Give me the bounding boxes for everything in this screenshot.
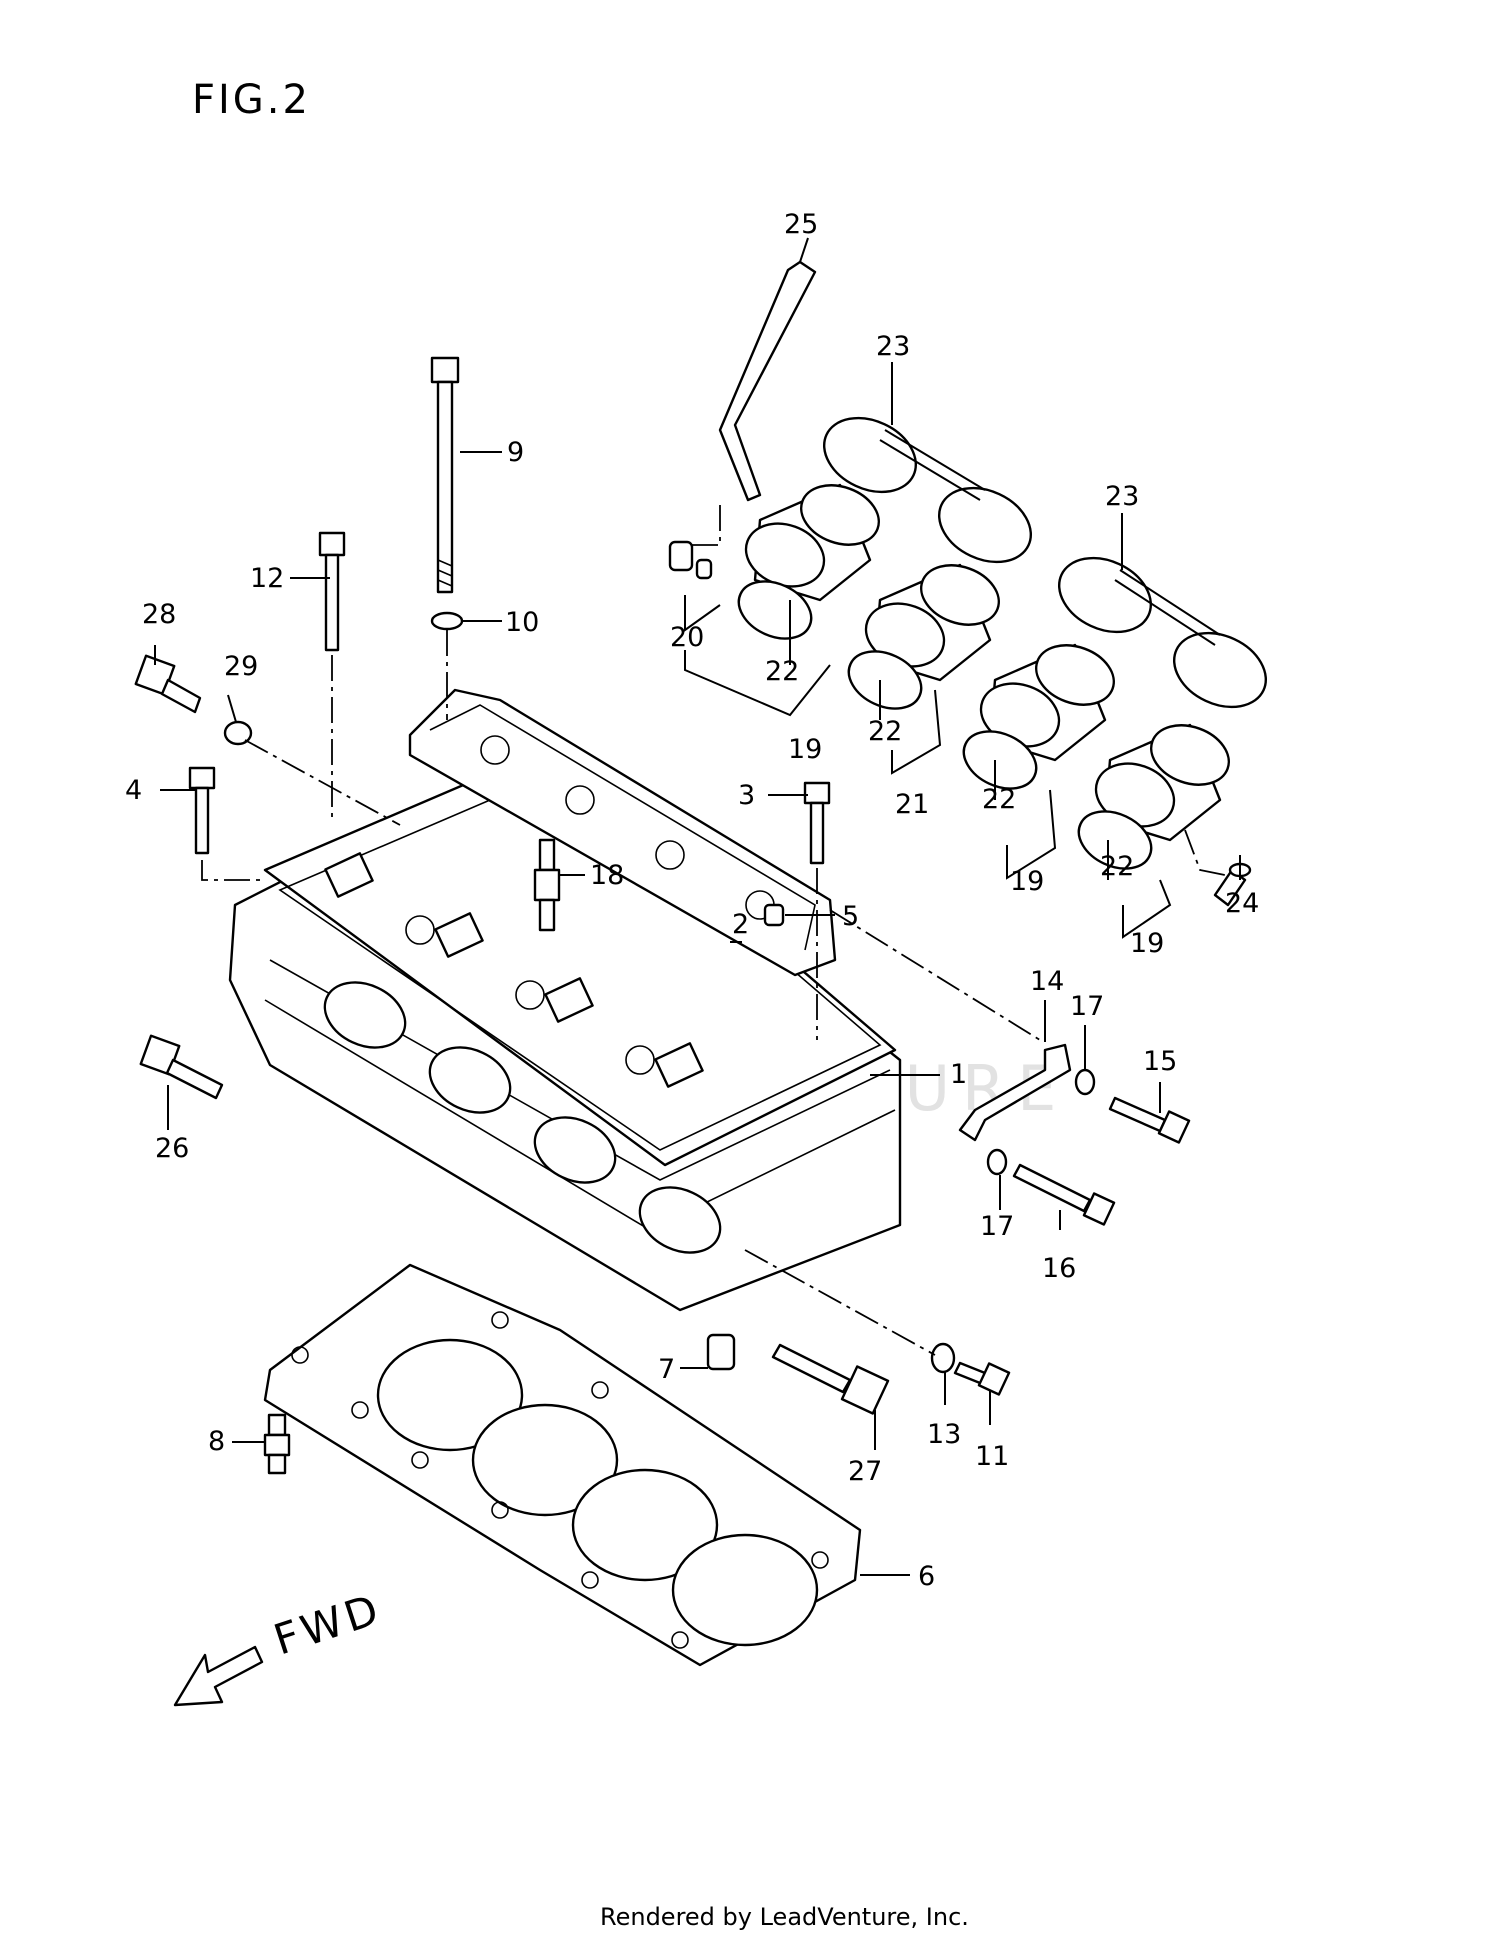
callout-24: 24 xyxy=(1225,888,1259,919)
leader-lines xyxy=(154,237,1241,1576)
bolt-11 xyxy=(953,1361,1011,1396)
callout-2: 2 xyxy=(732,909,749,940)
screw-24 xyxy=(1213,862,1252,907)
callout-3: 3 xyxy=(738,780,755,811)
washer-17 xyxy=(1074,1068,1096,1096)
callout-19a: 19 xyxy=(788,734,822,765)
forward-label: FWD xyxy=(268,1584,388,1665)
bolt-27 xyxy=(771,1343,890,1415)
callout-22c: 22 xyxy=(982,784,1016,815)
camshaft-holder xyxy=(408,688,837,977)
callout-27: 27 xyxy=(848,1456,882,1487)
washer-29 xyxy=(223,720,253,746)
callout-18: 18 xyxy=(590,860,624,891)
figure-title: FIG.2 xyxy=(192,77,311,123)
callout-19b: 19 xyxy=(1010,866,1044,897)
intake-pipe-2 xyxy=(864,563,1000,682)
o-ring-icon xyxy=(962,730,1038,790)
o-ring-icon xyxy=(1077,810,1153,870)
bolt-4 xyxy=(188,766,216,855)
centerline-20 xyxy=(692,505,721,546)
vacuum-hose xyxy=(718,260,817,502)
dowel-pin xyxy=(763,903,785,927)
bolt-12 xyxy=(318,531,346,652)
callout-labels: 1 2 3 4 5 6 7 8 9 10 11 12 13 14 15 16 1… xyxy=(125,209,1259,1592)
intake-pipe-4 xyxy=(1094,723,1230,842)
dowel-7 xyxy=(706,1333,736,1371)
cylinder-head xyxy=(228,748,902,1312)
bracket-14 xyxy=(958,1043,1072,1142)
hose-clip xyxy=(668,540,713,580)
centerline-4 xyxy=(201,860,265,881)
callout-13: 13 xyxy=(927,1419,961,1450)
callout-6: 6 xyxy=(918,1561,935,1592)
callout-1: 1 xyxy=(950,1059,967,1090)
intake-pipe-1 xyxy=(744,483,880,602)
footer-credit: Rendered by LeadVenture, Inc. xyxy=(600,1903,969,1931)
callout-28: 28 xyxy=(142,599,176,630)
callout-15: 15 xyxy=(1143,1046,1177,1077)
washer-17b xyxy=(986,1148,1008,1176)
callout-11: 11 xyxy=(975,1441,1009,1472)
callout-10: 10 xyxy=(505,607,539,638)
centerline-24 xyxy=(1184,829,1226,876)
callout-7: 7 xyxy=(658,1354,675,1385)
o-ring-icon xyxy=(847,650,923,710)
callout-22a: 22 xyxy=(765,656,799,687)
washer-icon xyxy=(430,611,464,631)
callout-9: 9 xyxy=(507,437,524,468)
washer-13 xyxy=(930,1342,956,1374)
forward-arrow-icon xyxy=(173,1645,264,1707)
callout-22d: 22 xyxy=(1100,851,1134,882)
stud-bolt xyxy=(430,356,460,594)
stud-8 xyxy=(263,1413,291,1475)
clamp-pair-upper xyxy=(822,416,1033,564)
spark-plug xyxy=(533,838,561,932)
bolt-26 xyxy=(139,1034,224,1100)
callout-26: 26 xyxy=(155,1133,189,1164)
callout-17a: 17 xyxy=(1070,991,1104,1022)
intake-pipe-3 xyxy=(979,643,1115,762)
callout-25: 25 xyxy=(784,209,818,240)
callout-8: 8 xyxy=(208,1426,225,1457)
centerline-13 xyxy=(744,1249,936,1356)
bolt-3 xyxy=(803,781,831,865)
callout-19c: 19 xyxy=(1130,928,1164,959)
callout-29: 29 xyxy=(224,651,258,682)
callout-5: 5 xyxy=(842,901,859,932)
centerline-29 xyxy=(244,739,401,826)
callout-21: 21 xyxy=(895,789,929,820)
callout-22b: 22 xyxy=(868,716,902,747)
callout-16: 16 xyxy=(1042,1253,1076,1284)
callout-4: 4 xyxy=(125,775,142,806)
o-ring-icon xyxy=(737,580,813,640)
bolt-16 xyxy=(1012,1163,1116,1226)
head-gasket xyxy=(263,1263,862,1667)
clamp-pair-lower xyxy=(1057,556,1268,709)
callout-20: 20 xyxy=(670,622,704,653)
callout-12: 12 xyxy=(250,563,284,594)
callout-17b: 17 xyxy=(980,1211,1014,1242)
bolt-15 xyxy=(1108,1096,1191,1144)
callout-23a: 23 xyxy=(876,331,910,362)
callout-23b: 23 xyxy=(1105,481,1139,512)
callout-14: 14 xyxy=(1030,966,1064,997)
bolt-28 xyxy=(134,654,202,714)
